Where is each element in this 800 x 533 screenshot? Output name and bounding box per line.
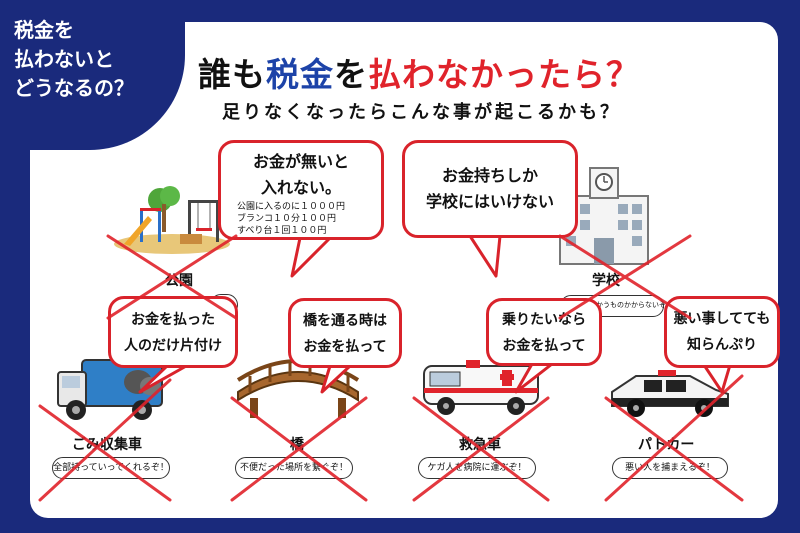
ambulance-bubble: 乗りたいなら お金を払って (486, 298, 602, 366)
police-car-bubble: 悪い事してても 知らんぷり (664, 296, 780, 368)
bridge-bubble-line-1: 橋を通る時は (303, 313, 387, 329)
page-title: 誰も税金を払わなかったら？ (198, 48, 640, 96)
school-label: 学校 (592, 273, 620, 289)
bridge-label: 橋 (290, 437, 304, 453)
park-bubble: お金が無いと 入れない。 公園に入るのに１０００円 ブランコ１０分１００円 すべ… (218, 140, 384, 240)
park-illustration (114, 186, 230, 254)
park-detail-1: 公園に入るのに１０００円 (237, 202, 346, 212)
school-bubble: お金持ちしか 学校にはいけない (402, 140, 578, 238)
police-car-label: パトカー (638, 437, 695, 453)
park-bubble-details: 公園に入るのに１０００円 ブランコ１０分１００円 すべり台１回１００円 (221, 201, 381, 237)
corner-line-2: 払わないと (14, 47, 114, 71)
school-bubble-line-2: 学校にはいけない (425, 192, 554, 211)
bridge-bubble: 橋を通る時は お金を払って (288, 298, 402, 368)
park-detail-2: ブランコ１０分１００円 (237, 214, 337, 224)
ambulance-bubble-line-2: お金を払って (502, 338, 586, 354)
police-car-illustration (611, 370, 729, 417)
school-bubble-line-1: お金持ちしか (441, 166, 538, 185)
corner-line-1: 税金を (14, 18, 74, 42)
park-bubble-line-1: お金が無いと (252, 152, 349, 171)
park-label: 公園 (165, 273, 193, 289)
corner-line-3: どうなるの？ (14, 76, 134, 100)
police-car-pill: 悪い人を捕まえるぞ！ (612, 457, 728, 479)
corner-badge: 税金を 払わないと どうなるの？ (0, 0, 185, 150)
bridge-bubble-line-2: お金を払って (303, 339, 387, 355)
title-part-2: 税金 (266, 55, 334, 94)
ambulance-pill: ケガ人を病院に運ぶぞ！ (418, 457, 536, 479)
title-part-3: を (334, 55, 368, 94)
bridge-pill: 不便だった場所を繋ぐぞ！ (235, 457, 353, 479)
ambulance-bubble-line-1: 乗りたいなら (502, 312, 586, 328)
garbage-truck-bubble: お金を払った 人のだけ片付け (108, 296, 238, 368)
ambulance-label: 救急車 (459, 437, 501, 453)
page-subtitle: 足りなくなったらこんな事が起こるかも？ (222, 102, 621, 123)
garbage-bubble-line-1: お金を払った (131, 312, 215, 328)
police-bubble-line-1: 悪い事してても (673, 311, 771, 327)
garbage-truck-label: ごみ収集車 (72, 437, 142, 453)
police-bubble-line-2: 知らんぷり (687, 337, 757, 353)
title-part-1: 誰も (198, 55, 266, 94)
garbage-truck-pill: 全部持っていってくれるぞ！ (52, 457, 170, 479)
park-detail-3: すべり台１回１００円 (237, 226, 327, 236)
title-part-4: 払わなかったら？ (368, 55, 640, 94)
garbage-bubble-line-2: 人のだけ片付け (124, 338, 222, 354)
corner-text: 税金を 払わないと どうなるの？ (14, 16, 134, 103)
park-bubble-line-2: 入れない。 (260, 178, 341, 197)
